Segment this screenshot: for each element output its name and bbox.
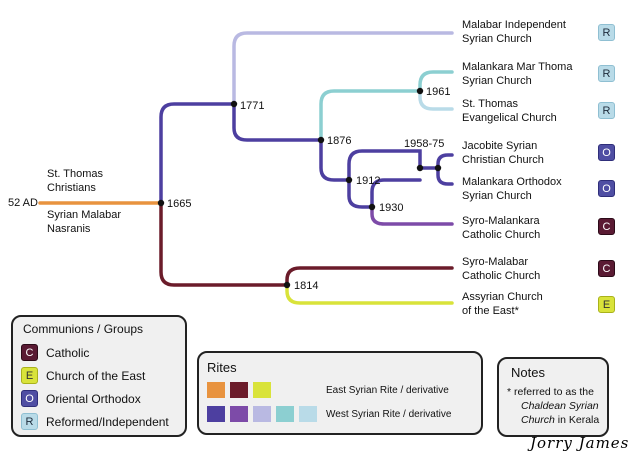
branch-reform xyxy=(319,89,422,142)
node-1958a xyxy=(416,164,424,172)
branch-orthodox xyxy=(436,166,454,186)
badge-catholic: C xyxy=(598,260,615,277)
legend-badge-reformed: R xyxy=(21,413,38,431)
badge-east: E xyxy=(598,296,615,313)
branch-unity xyxy=(370,178,422,209)
node-1665 xyxy=(157,199,165,207)
badge-reformed: R xyxy=(598,102,615,119)
legend-label-catholic: Catholic xyxy=(46,346,90,360)
branch-1876 xyxy=(232,102,323,142)
node-1912 xyxy=(345,176,353,184)
branch-jacobite xyxy=(418,153,454,170)
rites-title: Rites xyxy=(207,360,237,375)
legend-label-east: Church of the East xyxy=(46,369,146,383)
legend-label-reformed: Reformed/Independent xyxy=(46,415,169,429)
year-1961: 1961 xyxy=(426,86,451,98)
east-rite-label: East Syrian Rite / derivative xyxy=(326,385,449,396)
east-rite-swatch xyxy=(207,382,225,398)
east-rite-swatch xyxy=(253,382,271,398)
branch-west xyxy=(159,102,236,205)
branch-orthodox-loop xyxy=(347,178,374,209)
branch-syro-malabar xyxy=(285,266,454,287)
root-alt-line1: Syrian Malabar xyxy=(47,209,121,221)
notes-line3: Church in Kerala xyxy=(521,414,600,426)
legend-badge-orthodox: O xyxy=(21,390,38,408)
west-rite-swatch xyxy=(276,406,294,422)
branch-mar-thoma xyxy=(418,70,454,93)
node-1876 xyxy=(317,136,325,144)
branch-syro-malankara xyxy=(370,205,454,226)
node-1930 xyxy=(368,203,376,211)
notes-line1: * referred to as the xyxy=(507,386,594,398)
badge-orthodox: O xyxy=(598,180,615,197)
year-1814: 1814 xyxy=(294,280,319,292)
node-1814 xyxy=(283,281,291,289)
branch-east xyxy=(159,201,289,287)
signature: Jorry James xyxy=(530,434,630,452)
legend-row-east: E Church of the East xyxy=(21,367,145,385)
west-rite-swatch xyxy=(253,406,271,422)
branch-assyrian xyxy=(285,283,454,305)
year-1930: 1930 xyxy=(379,202,404,214)
year-1876: 1876 xyxy=(327,135,352,147)
node-1771 xyxy=(230,100,238,108)
year-1771: 1771 xyxy=(240,100,265,112)
rites-legend: Rites East Syrian Rite / derivative West… xyxy=(197,351,483,435)
badge-reformed: R xyxy=(598,65,615,82)
notes-title: Notes xyxy=(511,365,545,380)
root-alt-line2: Nasranis xyxy=(47,223,91,235)
branch-independent xyxy=(232,31,454,106)
root-year: 52 AD xyxy=(8,197,38,209)
legend-badge-east: E xyxy=(21,367,38,385)
legend-row-orthodox: O Oriental Orthodox xyxy=(21,390,141,408)
notes-line2: Chaldean Syrian xyxy=(521,400,599,412)
badge-catholic: C xyxy=(598,218,615,235)
node-1961 xyxy=(416,87,424,95)
branch-jacobite-loop xyxy=(347,149,422,182)
west-rite-swatch xyxy=(230,406,248,422)
west-rite-swatch xyxy=(207,406,225,422)
communions-title: Communions / Groups xyxy=(23,322,144,336)
legend-badge-catholic: C xyxy=(21,344,38,362)
year-1665: 1665 xyxy=(167,198,192,210)
branch-1912 xyxy=(319,138,351,182)
east-rite-swatch xyxy=(230,382,248,398)
legend-row-reformed: R Reformed/Independent xyxy=(21,413,169,431)
root-name-line2: Christians xyxy=(47,182,96,194)
badge-reformed: R xyxy=(598,24,615,41)
west-rite-swatch xyxy=(299,406,317,422)
branch-evangelical xyxy=(418,89,454,111)
legend-label-orthodox: Oriental Orthodox xyxy=(46,392,141,406)
year-1958-75: 1958-75 xyxy=(404,138,445,150)
root-name-line1: St. Thomas xyxy=(47,168,104,180)
notes-box: Notes * referred to as the Chaldean Syri… xyxy=(497,357,609,437)
legend-row-catholic: C Catholic xyxy=(21,344,89,362)
node-1958b xyxy=(434,164,442,172)
communions-legend: Communions / Groups C Catholic E Church of… xyxy=(11,315,187,437)
year-1912: 1912 xyxy=(356,175,381,187)
badge-orthodox: O xyxy=(598,144,615,161)
west-rite-label: West Syrian Rite / derivative xyxy=(326,409,452,420)
